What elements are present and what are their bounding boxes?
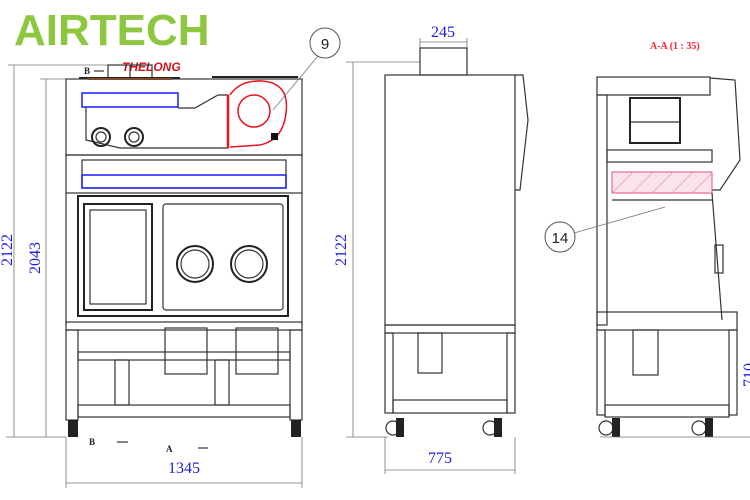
section-view: A-A (1 : 35) 710 14 [544,41,750,438]
side-view: 2122 245 775 [333,24,529,474]
front-view: 2122 2043 9 [0,27,341,488]
section-title: A-A (1 : 35) [650,41,700,52]
logo-thelong: THELONG [122,60,181,74]
dim-overall-height: 2122 [0,234,16,266]
dim-cabinet-height: 2043 [27,242,44,274]
section-mark-b-top: B [84,66,90,76]
section-mark-a: A [166,444,173,454]
dim-partial-710: 710 [741,363,750,387]
dim-width: 1345 [168,460,200,477]
dim-depth: 775 [428,450,452,467]
logo-airtech: AIRTECH [14,6,210,55]
section-mark-b: B [89,437,95,447]
dim-side-height: 2122 [333,234,350,266]
callout-9: 9 [321,36,329,53]
callout-14: 14 [552,230,569,247]
dim-duct-width: 245 [431,24,455,41]
